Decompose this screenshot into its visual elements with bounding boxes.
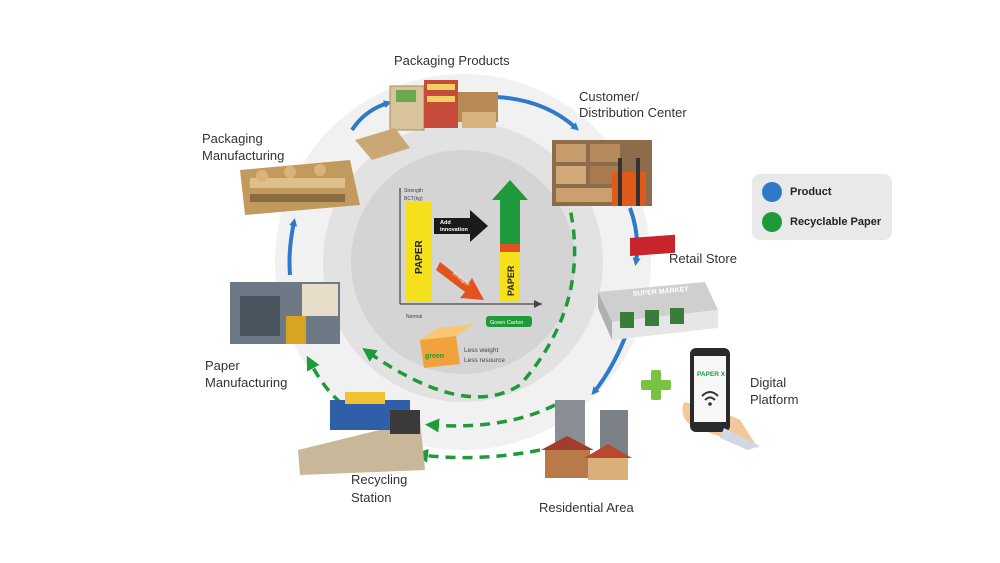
smartphone-icon: PAPER X <box>682 348 760 450</box>
distribution-center-illustration <box>552 140 652 206</box>
paper-manufacturing-illustration <box>230 282 340 344</box>
label-residential-area: Residential Area <box>539 500 634 515</box>
legend: Product Recyclable Paper <box>752 174 892 240</box>
recyclable-dot-icon <box>762 212 782 232</box>
add-innovation-line2: innovation <box>440 227 468 233</box>
label-digital-line2: Platform <box>750 392 799 407</box>
axis-label-bct: BCT(kg) <box>404 196 423 202</box>
green-carton-badge <box>486 316 532 327</box>
legend-product-label: Product <box>790 186 832 198</box>
label-customer-line1: Customer/ <box>579 89 639 104</box>
residential-area-illustration <box>541 400 632 480</box>
recycling-station-illustration <box>298 392 425 475</box>
phone-app-name: PAPER X <box>697 371 726 378</box>
store-sign: SUPER MARKET <box>633 286 690 298</box>
less-weight-text: Less weight <box>464 347 499 354</box>
legend-item-product: Product <box>762 182 832 202</box>
paper-bar-green-label: PAPER <box>506 265 516 296</box>
legend-item-recyclable: Recyclable Paper <box>762 212 881 232</box>
less-resource-text: Less resource <box>464 357 505 364</box>
label-packaging-mfg-line1: Packaging <box>202 131 263 146</box>
green-carton-label: Green Carton <box>490 320 523 326</box>
inner-disc <box>351 150 575 374</box>
green-box-label: green <box>425 353 444 360</box>
product-flow-arrows <box>287 95 641 396</box>
packaging-manufacturing-illustration <box>240 160 360 215</box>
axis-label-strength: Strength <box>404 188 423 194</box>
paper-bar-normal-label: PAPER <box>414 240 425 274</box>
label-packaging-products: Packaging Products <box>394 53 510 68</box>
label-digital-line1: Digital <box>750 375 787 390</box>
retail-store-illustration <box>598 234 718 340</box>
label-paper-mfg-line1: Paper <box>205 358 240 373</box>
down-arrow <box>436 262 484 300</box>
paper-bar-normal <box>406 202 432 302</box>
packaging-products-illustration <box>355 80 498 160</box>
label-recycling-line1: Recycling <box>351 472 408 487</box>
paper-bar-green <box>500 252 520 302</box>
green-box <box>420 336 460 368</box>
legend-recyclable-label: Recyclable Paper <box>790 216 882 228</box>
normal-label: Normal <box>406 314 422 320</box>
add-innovation-line1: Add <box>440 220 451 226</box>
green-box-lid <box>420 324 474 340</box>
center-infographic: Strength BCT(kg) PAPER Add innovation 35… <box>399 180 542 368</box>
label-packaging-mfg-line2: Manufacturing <box>202 148 285 163</box>
add-innovation-arrow <box>434 210 488 242</box>
product-dot-icon <box>762 182 782 202</box>
label-retail-store: Retail Store <box>669 251 737 266</box>
wifi-icon <box>701 391 719 397</box>
label-customer-line2: Distribution Center <box>579 105 687 120</box>
label-recycling-line2: Station <box>351 490 392 505</box>
label-paper-mfg-line2: Manufacturing <box>205 375 288 390</box>
green-strength-arrow <box>492 180 528 244</box>
orange-band <box>500 244 520 252</box>
plus-icon <box>641 370 671 400</box>
